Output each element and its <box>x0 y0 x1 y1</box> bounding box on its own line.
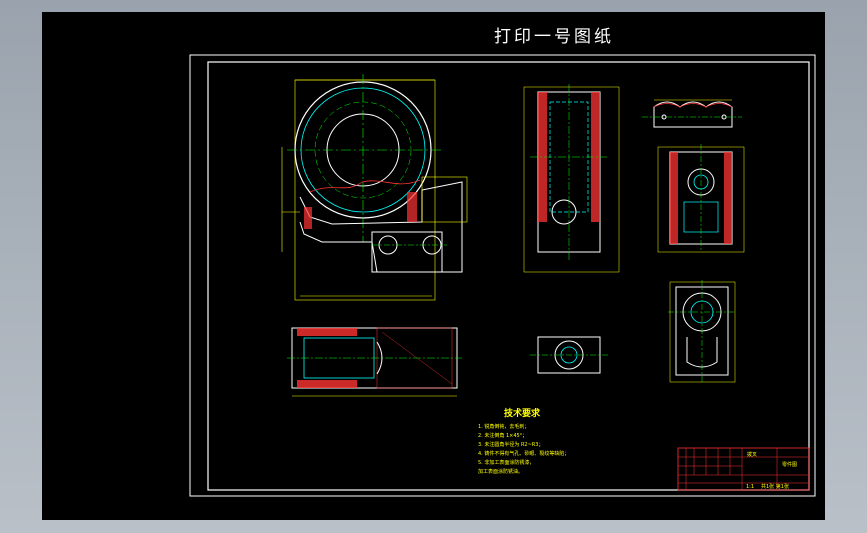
top-view-wavy-cut <box>653 103 733 108</box>
section-b-hatch-left <box>670 152 678 244</box>
title-block-scale: 1:1 <box>746 484 754 490</box>
side-view-hatch-right <box>591 92 600 222</box>
top-view-hole-left <box>661 114 667 120</box>
main-arm-outline <box>299 181 463 273</box>
tech-requirement-line-5: 5. 非加工表面涂防锈漆， <box>478 459 534 466</box>
side-view-hole <box>551 199 577 225</box>
tech-requirement-line-3: 3. 未注圆角半径为 R2~R3； <box>478 441 543 448</box>
tech-requirement-line-6: 加工表面涂防锈油。 <box>478 468 523 475</box>
section-view-b <box>657 144 745 253</box>
title-block-frame <box>677 447 810 491</box>
detail-center-hole-inner <box>560 346 578 364</box>
main-cut-line <box>309 179 421 193</box>
section-b-dimension-frame <box>657 146 745 253</box>
tech-requirements: 技术要求 1. 锐角倒钝，去毛刺； 2. 未注倒角 1×45°； 3. 未注圆角… <box>478 407 569 475</box>
title-block-drawing-no: 零件图 <box>782 461 797 468</box>
section-b-hatch-right <box>724 152 732 244</box>
drawing-title: 打印一号图纸 <box>494 27 614 47</box>
section-view-a <box>287 327 462 397</box>
title-block-part-name: 拨叉 <box>747 451 757 458</box>
section-a-hatch-bottom <box>297 380 357 388</box>
section-a-fork-notch <box>376 341 383 375</box>
tech-requirement-line-1: 1. 锐角倒钝，去毛刺； <box>478 423 529 430</box>
detail-view-right <box>668 280 736 383</box>
main-view <box>281 74 468 301</box>
tech-requirement-line-4: 4. 铸件不得有气孔、砂眼、裂纹等缺陷； <box>478 450 569 457</box>
main-side-lug <box>421 176 468 223</box>
cad-viewport[interactable]: 技术要求 1. 锐角倒钝，去毛刺； 2. 未注倒角 1×45°； 3. 未注圆角… <box>42 12 825 520</box>
detail-view-center <box>530 336 608 374</box>
main-section-hatch-1 <box>304 207 312 229</box>
main-section-hatch-2 <box>407 192 417 222</box>
section-a-hatch-top <box>297 328 357 336</box>
top-view-hole-right <box>721 114 727 120</box>
side-view-hatch-left <box>538 92 547 222</box>
sheet-outer-frame <box>189 54 816 497</box>
sheet-inner-frame <box>207 61 810 491</box>
tech-requirements-heading: 技术要求 <box>504 407 541 419</box>
main-fork-block <box>371 231 443 273</box>
tech-requirement-line-2: 2. 未注倒角 1×45°； <box>478 432 527 439</box>
title-block: 拨叉 零件图 1:1 共1张 第1张 <box>677 447 810 491</box>
top-view-right <box>642 99 742 128</box>
side-view-dimension-frame <box>523 86 620 273</box>
detail-right-outline <box>675 286 729 376</box>
detail-right-dimension-frame <box>669 281 736 383</box>
cad-drawing: 技术要求 1. 锐角倒钝，去毛刺； 2. 未注倒角 1×45°； 3. 未注圆角… <box>189 54 816 497</box>
side-view <box>523 84 620 273</box>
top-view-wavy-outline <box>653 101 733 128</box>
title-block-sheet: 共1张 第1张 <box>761 483 789 490</box>
